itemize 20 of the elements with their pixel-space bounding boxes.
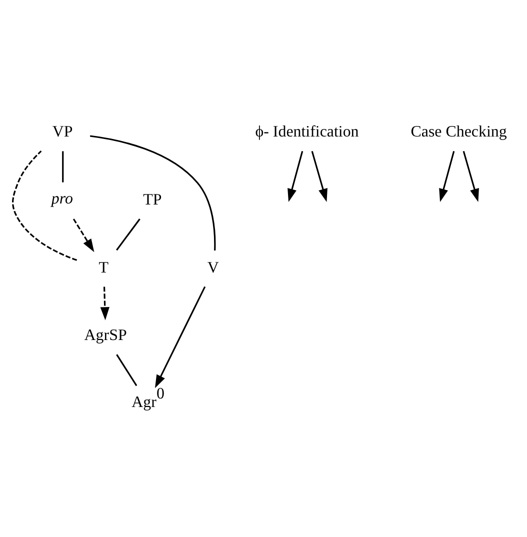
node-text: ϕ- Identification <box>255 124 359 141</box>
arrow <box>100 286 110 320</box>
node-text: VP <box>52 124 73 141</box>
connector <box>12 150 78 261</box>
node-text: T <box>98 259 109 276</box>
connector <box>90 135 216 250</box>
arrow <box>439 151 455 202</box>
arrow <box>72 218 94 252</box>
arrow <box>311 150 328 202</box>
connector <box>62 151 64 182</box>
connector <box>116 218 140 251</box>
node-text: V <box>207 259 219 276</box>
arrow <box>462 150 479 202</box>
node-text: pro <box>51 190 73 208</box>
node-text: AgrSP <box>84 327 127 344</box>
arrow <box>288 151 304 202</box>
node-text: TP <box>143 192 162 209</box>
node-text: Case Checking <box>410 124 507 141</box>
connector <box>116 354 138 386</box>
arrow <box>154 286 206 388</box>
